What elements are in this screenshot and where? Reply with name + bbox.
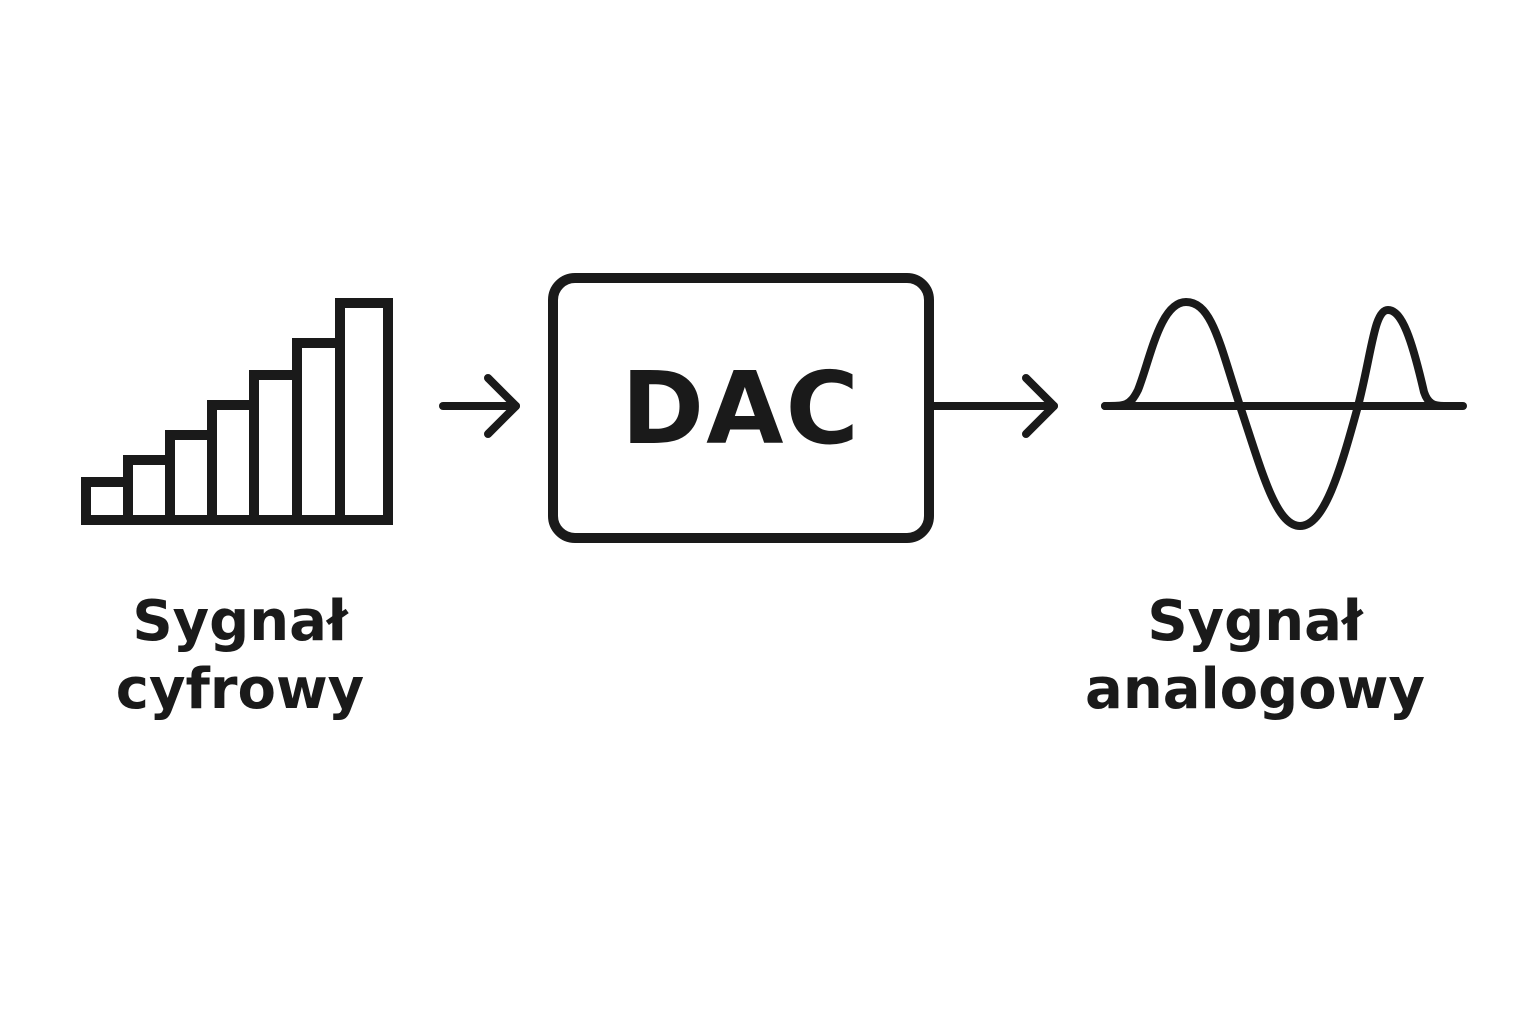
- analog-signal-label-line1: Sygnał: [1147, 589, 1363, 654]
- arrow-to-dac-icon: [439, 374, 520, 438]
- bar-5: [249, 370, 302, 525]
- staircase-bars-icon: [81, 298, 393, 525]
- wave-curve: [1101, 298, 1448, 530]
- arrow-from-dac-icon: [925, 374, 1058, 438]
- bar-3: [165, 430, 217, 525]
- bar-1: [81, 477, 133, 525]
- bar-2: [123, 455, 175, 525]
- digital-signal-label: Sygnał cyfrowy: [60, 588, 420, 724]
- digital-signal-label-line2: cyfrowy: [115, 657, 365, 722]
- digital-signal-label-line1: Sygnał: [132, 589, 348, 654]
- analog-signal-label: Sygnał analogowy: [1060, 588, 1450, 724]
- sine-wave-icon: [1101, 298, 1467, 530]
- dac-label: DAC: [621, 349, 861, 467]
- analog-signal-label-line2: analogowy: [1085, 657, 1425, 722]
- bar-7: [335, 298, 393, 525]
- bar-6: [292, 338, 345, 525]
- bar-4: [207, 400, 259, 525]
